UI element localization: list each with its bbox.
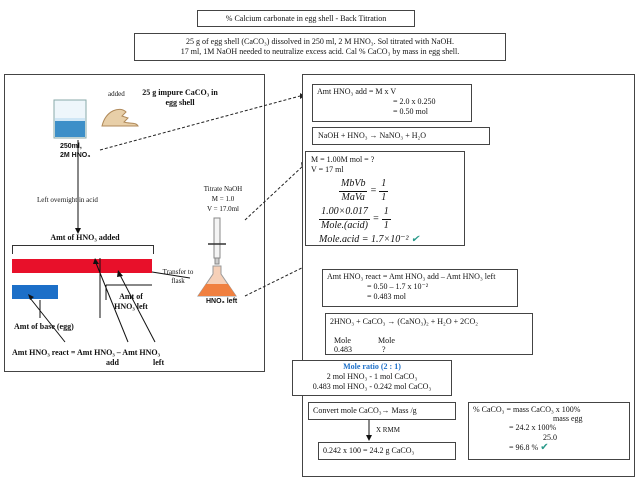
problem-line-2: 17 ml, 1M NaOH needed to neutralize exce… [180,47,460,56]
pct-1: % CaCO₃ = mass CaCO₃ x 100% [473,405,581,414]
page-title: % Calcium carbonate in egg shell - Back … [225,14,387,23]
amt-add-1: Amt HNO₃ add = M x V [317,87,397,96]
reaction2: 2HNO₃ + CaCO₃ → (CaNO₃)₂ + H₂O + 2CO₂ [330,317,479,326]
react-eq-leftword: left [153,358,165,367]
added-bracket [12,245,154,254]
amt-add-box: Amt HNO₃ add = M x V = 2.0 x 0.250 = 0.5… [312,84,472,122]
impure-label: 25 g impure CaCO₃ in egg shell [142,88,218,107]
ratio-1: 2 mol HNO₃ - 1 mol CaCO₃ [326,372,418,381]
eq3: Mole.acid = 1.7×10⁻² [319,234,409,245]
down-arrow-icon [366,420,372,441]
pct-4: 25.0 [543,432,557,442]
beaker-label-1: 250ml, [60,143,82,150]
hno3-left-flask-label: HNO₃ left [206,298,238,305]
pct-3: = 24.2 x 100% [509,423,557,433]
amt-add-2: = 2.0 x 0.250 [393,97,436,106]
titrate-v: V = 17.0ml [206,205,240,213]
amt-add-3: = 0.50 mol [393,107,428,116]
reaction2-box: 2HNO₃ + CaCO₃ → (CaNO₃)₂ + H₂O + 2CO₂ Mo… [325,313,533,355]
eq3-line: Mole.acid = 1.7×10⁻² ✔ [319,234,459,247]
eq2-num-l: 1.00×0.017 [319,206,370,220]
eq1-num-r: 1 [379,178,389,192]
problem-line-1: 25 g of egg shell (CaCO₃) dissolved in 2… [186,37,454,46]
eq1-den-r: 1 [381,191,387,203]
react-1: Amt HNO₃ react = Amt HNO₃ add – Amt HNO₃… [327,272,496,281]
eggshell-icon [101,108,139,127]
reaction1: NaOH + HNO₃ → NaNO₃ + H₂O [318,131,427,140]
titrate-m: M = 1.0 [211,195,235,203]
transfer-label: Transfer to flask [162,268,194,285]
react-eq-add: add [106,358,119,367]
mole-a: Mole [334,336,351,345]
added-label: added [108,90,125,98]
convert-label: Convert mole CaCO₃→ Mass /g [313,406,417,415]
titrate-title: Titrate NaOH [203,185,243,193]
eq2-den-r: 1 [383,219,389,231]
beaker-icon [53,99,87,139]
pct-2: mass egg [553,414,583,424]
eq2-num-r: 1 [381,206,391,220]
mole-a-val: 0.483 [334,345,352,354]
red-bar [12,259,152,273]
blue-bar [12,285,58,299]
problem-box: 25 g of egg shell (CaCO₃) dissolved in 2… [134,33,506,61]
mole-b-val: ? [382,345,386,354]
react-box: Amt HNO₃ react = Amt HNO₃ add – Amt HNO₃… [322,269,518,307]
burette-flask-icon [197,217,237,297]
rmm-label: X RMM [376,426,400,434]
convert-box: Convert mole CaCO₃→ Mass /g [308,402,456,420]
m-line: M = 1.00M mol = ? [311,155,375,164]
react-2: = 0.50 – 1.7 x 10⁻² [367,282,429,291]
reaction1-box: NaOH + HNO₃ → NaNO₃ + H₂O [312,127,490,145]
react-eq-left: Amt HNO₃ react = Amt HNO₃ – Amt HNO₃ [12,348,161,357]
v-line: V = 17 ml [311,165,344,174]
ratio-box: Mole ratio (2 : 1) 2 mol HNO₃ - 1 mol Ca… [292,360,452,396]
eq1-num-l: MbVb [339,178,368,192]
mass-result-box: 0.242 x 100 = 24.2 g CaCO₃ [318,442,456,460]
ratio-2: 0.483 mol HNO₃ - 0.242 mol CaCO₃ [312,382,432,391]
amt-added-label: Amt of HNO₃ added [50,233,120,242]
amt-base-label: Amt of base (egg) [14,322,74,331]
beaker-label-2: 2M HNO₃ [60,152,91,159]
check-icon: ✔ [540,441,549,453]
pct-box: % CaCO₃ = mass CaCO₃ x 100% mass egg = 2… [468,402,630,460]
react-3: = 0.483 mol [367,292,406,301]
eq1-den-l: MaVa [341,191,365,203]
left-overnight-label: Left overnight in acid [37,196,98,204]
page-title-box: % Calcium carbonate in egg shell - Back … [197,10,415,27]
mole-b: Mole [378,336,395,345]
mass-result: 0.242 x 100 = 24.2 g CaCO₃ [323,446,415,455]
ratio-title: Mole ratio (2 : 1) [343,362,401,371]
pct-5: = 96.8 % [509,442,539,452]
pct-5-line: = 96.8 % ✔ [473,442,625,454]
eq2-den-l: Mole.(acid) [321,219,368,231]
check-icon: ✔ [411,234,420,245]
